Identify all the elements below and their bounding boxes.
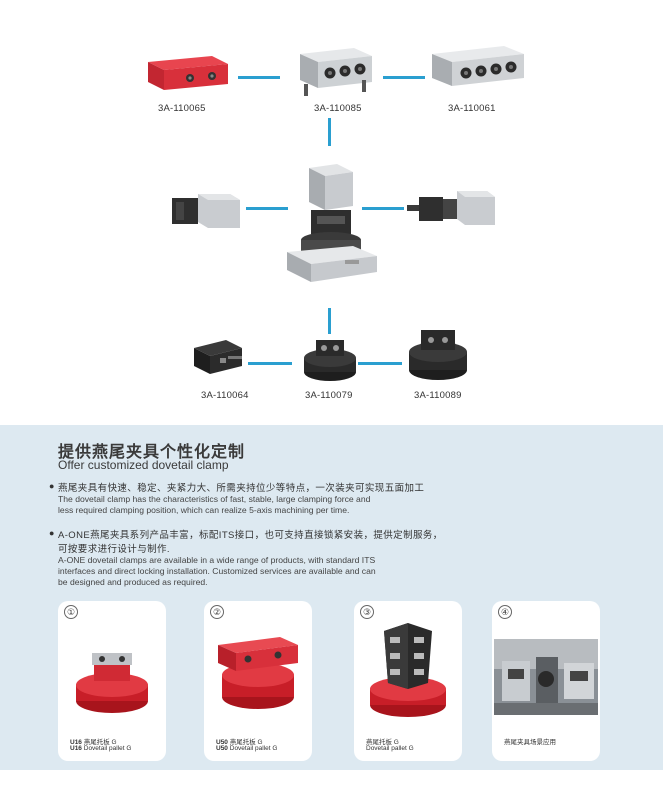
point2-en-line1: A-ONE dovetail clamps are available in a… (58, 555, 376, 565)
point2-cn-line1: A-ONE燕尾夹具系列产品丰富，标配ITS接口，也可支持直接锁紧安装，提供定制服… (58, 530, 443, 541)
product-code: 3A-110085 (314, 103, 362, 114)
card-model: U50 (216, 745, 228, 752)
card-number: ① (64, 605, 78, 619)
product-image-u16-pallet (76, 653, 148, 713)
product-image-tower-pallet (370, 623, 446, 717)
point1-en-line1: The dovetail clamp has the characteristi… (58, 494, 371, 504)
info-panel: 提供燕尾夹具个性化定制 Offer customized dovetail cl… (0, 425, 663, 770)
product-card-tower: ③ 燕尾托板 G Dovetail pallet G (354, 601, 462, 761)
product-image-main-assembly (287, 164, 377, 282)
connector-line (328, 118, 331, 146)
product-card-u16: ① U16 燕尾托板 G U16 Dovetail pallet G (58, 601, 166, 761)
product-card-u50: ② U50 燕尾托板 G U50 Dovetail pallet G (204, 601, 312, 761)
point2-cn-line2: 可按要求进行设计与制作. (58, 544, 170, 555)
product-image-3a-110085 (300, 48, 372, 96)
card-model: U16 (70, 745, 82, 752)
card-caption-cn: 燕尾托板 G (366, 739, 399, 746)
product-code: 3A-110079 (305, 390, 353, 401)
product-code: 3A-110061 (448, 103, 496, 114)
point2-en-line2: interfaces and direct locking installati… (58, 566, 376, 576)
application-scene-image (494, 639, 598, 715)
point2-en-line3: be designed and produced as required. (58, 577, 208, 587)
product-image-side-clamp-right (407, 191, 495, 225)
product-image-u50-pallet (218, 637, 298, 709)
point1-cn: 燕尾夹具有快速、稳定、夹紧力大、所需夹持位少等特点，一次装夹可实现五面加工 (58, 483, 425, 494)
connector-line (358, 362, 402, 365)
bullet-dot: ● (49, 528, 55, 538)
card-number: ④ (498, 605, 512, 619)
connector-line (328, 308, 331, 334)
page-bottom-margin (0, 770, 663, 797)
product-code: 3A-110064 (201, 390, 249, 401)
card-caption-cn: 燕尾托板 G (81, 739, 117, 746)
connector-line (246, 207, 288, 210)
card-model: U16 (70, 739, 82, 746)
point1-en-line2: less required clamping position, which c… (58, 505, 350, 515)
card-caption-en: Dovetail pallet G (81, 745, 132, 752)
card-caption-en: Dovetail pallet G (227, 745, 278, 752)
card-caption-en: Dovetail pallet G (366, 745, 414, 752)
bullet-dot: ● (49, 481, 55, 491)
product-code: 3A-110089 (414, 390, 462, 401)
product-card-scene: ④ 燕尾夹具场景应用 (492, 601, 600, 761)
connector-line (383, 76, 425, 79)
section-title-cn: 提供燕尾夹具个性化定制 (58, 444, 246, 461)
connector-line (248, 362, 292, 365)
product-image-3a-110089 (409, 330, 467, 380)
connector-line (362, 207, 404, 210)
card-number: ③ (360, 605, 374, 619)
product-image-3a-110065 (148, 56, 228, 90)
product-image-3a-110061 (432, 46, 524, 86)
section-title-en: Offer customized dovetail clamp (58, 458, 229, 472)
connector-line (238, 76, 280, 79)
product-diagram: 3A-110065 3A-110085 3A-110061 (148, 46, 524, 401)
card-number: ② (210, 605, 224, 619)
product-image-side-clamp-left (172, 194, 240, 228)
card-caption-cn: 燕尾夹具场景应用 (504, 739, 556, 746)
product-code: 3A-110065 (158, 103, 206, 114)
product-image-3a-110079 (304, 340, 356, 381)
card-caption-cn: 燕尾托板 G (227, 739, 263, 746)
card-model: U50 (216, 739, 228, 746)
product-image-3a-110064 (194, 340, 242, 374)
